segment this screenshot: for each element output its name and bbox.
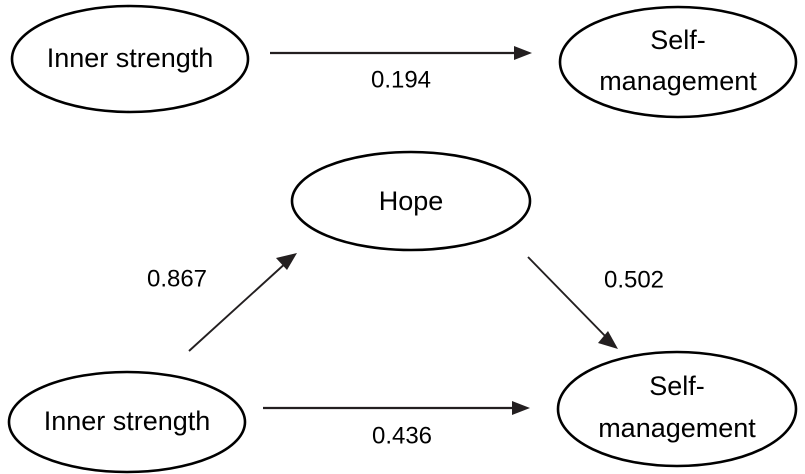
edge-coefficient-label: 0.867: [147, 265, 207, 292]
edge-inner-strength-to-self-management-bottom[interactable]: 0.436: [263, 401, 530, 449]
node-label-inner-strength-top: Inner strength: [47, 43, 214, 73]
edge-inner-strength-to-hope[interactable]: 0.867: [147, 253, 297, 352]
arrowhead-icon: [512, 401, 530, 415]
node-label-self-management-top-line2: management: [599, 66, 757, 96]
edge-inner-strength-to-self-management-top[interactable]: 0.194: [270, 46, 532, 93]
ellipse-shape: [556, 350, 798, 468]
edge-coefficient-label: 0.436: [372, 422, 432, 449]
arrowhead-icon: [598, 331, 618, 349]
node-hope[interactable]: Hope: [290, 150, 532, 252]
ellipse-shape: [558, 5, 798, 119]
edge-coefficient-label: 0.502: [604, 266, 664, 293]
node-label-hope: Hope: [379, 186, 444, 216]
ellipse-shape: [10, 4, 250, 114]
node-label-self-management-top-line1: Self-: [650, 25, 706, 55]
node-self-management-top[interactable]: Self- management: [558, 5, 798, 119]
node-inner-strength-top[interactable]: Inner strength: [10, 4, 250, 114]
edge-coefficient-label: 0.194: [371, 66, 431, 93]
ellipse-shape: [290, 150, 532, 252]
arrowhead-icon: [514, 46, 532, 60]
arrowhead-icon: [276, 253, 297, 270]
ellipse-shape: [7, 370, 247, 474]
node-inner-strength-bottom[interactable]: Inner strength: [7, 370, 247, 474]
edge-hope-to-self-management[interactable]: 0.502: [527, 256, 664, 349]
node-label-inner-strength-bottom: Inner strength: [44, 406, 211, 436]
node-label-self-management-bottom-line1: Self-: [649, 371, 705, 401]
edge-shaft: [527, 256, 610, 341]
node-label-self-management-bottom-line2: management: [598, 413, 756, 443]
node-self-management-bottom[interactable]: Self- management: [556, 350, 798, 468]
edge-shaft: [188, 260, 289, 352]
